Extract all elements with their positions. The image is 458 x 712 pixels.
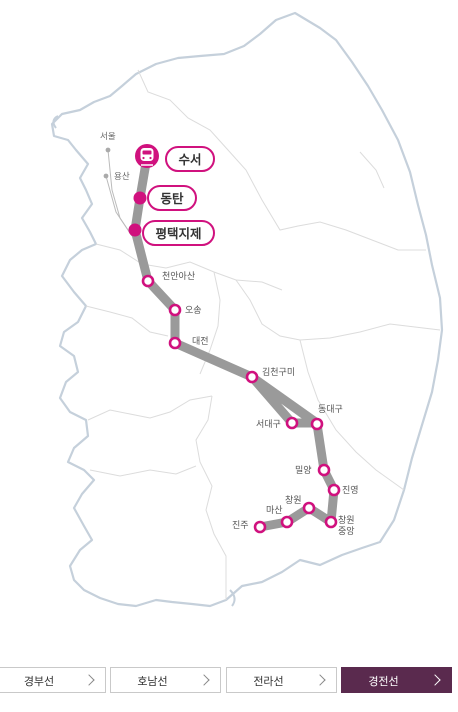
tab-jeolla[interactable]: 전라선	[226, 667, 337, 693]
tab-gyeongjeon[interactable]: 경전선	[341, 667, 452, 693]
station-jinyeong	[327, 483, 341, 497]
label-masan: 마산	[266, 505, 283, 516]
label-dongdaegu: 동대구	[318, 404, 343, 415]
dot-dongtan	[133, 191, 147, 205]
station-osong	[168, 303, 182, 317]
dot-pyeongtaek	[128, 223, 142, 237]
station-changwon-jungang	[324, 515, 338, 529]
tab-gyeongbu[interactable]: 경부선	[0, 667, 106, 693]
chevron-right-icon	[198, 674, 210, 686]
pill-suseo: 수서	[165, 146, 215, 172]
station-seodaegu	[285, 416, 299, 430]
station-changwon	[302, 501, 316, 515]
station-markers	[141, 274, 341, 534]
station-gimcheon	[245, 370, 259, 384]
station-dongdaegu	[310, 417, 324, 431]
svg-text:평택지제: 평택지제	[155, 226, 201, 241]
chevron-right-icon	[429, 674, 441, 686]
label-osong: 오송	[185, 305, 202, 316]
pill-dongtan: 동탄	[147, 185, 197, 211]
tab-honam[interactable]: 호남선	[110, 667, 221, 693]
pill-pyeongtaek: 평택지제	[142, 220, 215, 246]
svg-text:동탄: 동탄	[160, 191, 184, 206]
chevron-right-icon	[83, 674, 95, 686]
yongsan-label: 용산	[114, 171, 130, 182]
peninsula-outline	[50, 11, 444, 608]
tab-gyeongbu-label: 경부선	[23, 675, 55, 688]
label-changwon: 창원	[285, 495, 302, 506]
tab-jeolla-label: 전라선	[253, 675, 284, 688]
station-masan	[280, 515, 294, 529]
svg-text:수서: 수서	[178, 152, 201, 167]
seoul-dot	[105, 147, 111, 153]
chevron-right-icon	[314, 674, 326, 686]
reference-lines	[105, 149, 133, 237]
yongsan-dot	[103, 173, 109, 179]
tab-gyeongjeon-label: 경전선	[368, 675, 399, 688]
label-jinyeong: 진영	[342, 485, 359, 496]
tab-honam-label: 호남선	[137, 675, 168, 688]
line-tabs: 경부선 호남선 전라선 경전선	[0, 667, 458, 695]
train-icon	[135, 144, 159, 168]
highlight-dots	[128, 191, 147, 237]
label-cheonan: 천안아산	[162, 271, 195, 282]
station-miryang	[317, 463, 331, 477]
label-jinju: 진주	[232, 520, 249, 531]
label-miryang: 밀양	[295, 464, 312, 476]
station-cheonan	[141, 274, 155, 288]
label-daejeon: 대전	[192, 336, 209, 347]
station-daejeon	[168, 336, 182, 350]
label-gimcheon: 김천구미	[262, 366, 295, 378]
seoul-label: 서울	[100, 132, 116, 142]
label-seodaegu: 서대구	[256, 419, 281, 430]
station-jinju	[253, 520, 267, 534]
province-boundaries	[85, 69, 441, 600]
